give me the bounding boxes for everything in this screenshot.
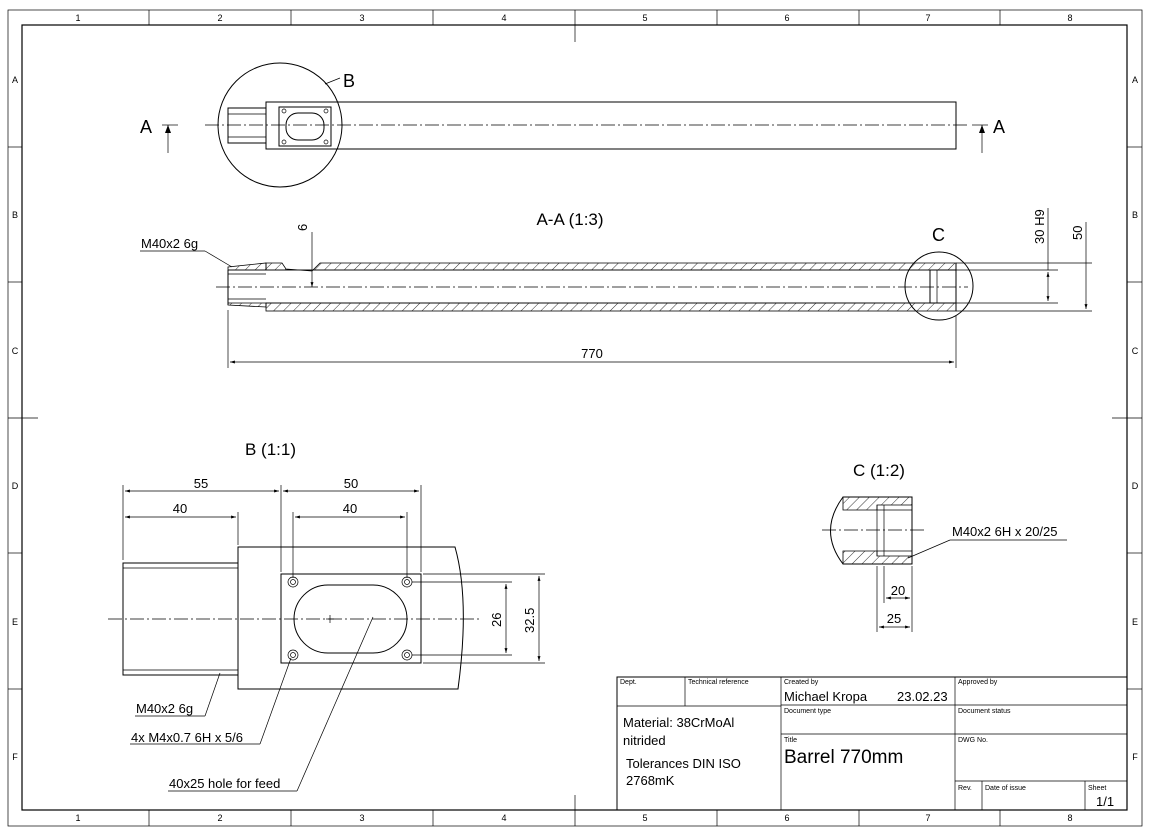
zone-row-right: D bbox=[1132, 481, 1139, 491]
zone-row-right: B bbox=[1132, 210, 1138, 220]
tb-created-date: 23.02.23 bbox=[897, 689, 948, 704]
zone-labels: 1 2 3 4 5 6 7 8 1 2 3 4 5 6 7 8 A B C D … bbox=[12, 13, 1139, 823]
tb-sheet-label: Sheet bbox=[1088, 785, 1106, 792]
title-block: Dept. Technical reference Created by Mic… bbox=[616, 676, 1128, 811]
detail-c-view: C (1:2) M40x2 6H x 20/25 20 25 bbox=[822, 461, 1067, 632]
tb-tolerance-2: 2768mK bbox=[626, 773, 675, 788]
zone-row-left: F bbox=[12, 752, 18, 762]
zone-col-top: 6 bbox=[784, 13, 789, 23]
zone-row-left: B bbox=[12, 210, 18, 220]
dim-40a: 40 bbox=[173, 501, 187, 516]
section-title: A-A (1:3) bbox=[536, 210, 603, 229]
zone-ticks bbox=[8, 10, 1142, 826]
section-marker-right: A bbox=[993, 117, 1005, 137]
zone-col-bottom: 4 bbox=[501, 813, 506, 823]
tb-material-2: nitrided bbox=[623, 733, 666, 748]
tb-approved-by-label: Approved by bbox=[958, 679, 998, 686]
zone-col-bottom: 6 bbox=[784, 813, 789, 823]
zone-col-bottom: 5 bbox=[642, 813, 647, 823]
zone-row-right: A bbox=[1132, 75, 1138, 85]
note-thread-c: M40x2 6H x 20/25 bbox=[952, 524, 1058, 539]
tb-date-issue-label: Date of issue bbox=[985, 785, 1026, 792]
zone-row-right: C bbox=[1132, 346, 1139, 356]
detail-c-circle bbox=[904, 251, 974, 321]
dim-thread-section: M40x2 6g bbox=[141, 236, 198, 251]
tb-dept-label: Dept. bbox=[620, 679, 637, 686]
zone-row-right: E bbox=[1132, 617, 1138, 627]
dim-length: 770 bbox=[581, 346, 603, 361]
detail-b-marker: B bbox=[343, 71, 355, 91]
tb-material-1: Material: 38CrMoAl bbox=[623, 715, 734, 730]
detail-c-title: C (1:2) bbox=[853, 461, 905, 480]
tb-doc-type-label: Document type bbox=[784, 708, 831, 715]
zone-row-left: A bbox=[12, 75, 18, 85]
zone-col-bottom: 1 bbox=[75, 813, 80, 823]
detail-b-view: B (1:1) 55 40 50 40 26 32. bbox=[108, 440, 545, 792]
dim-bore: 30 H9 bbox=[1032, 209, 1047, 244]
dim-outer: 50 bbox=[1070, 226, 1085, 240]
note-thread-b: M40x2 6g bbox=[136, 701, 193, 716]
dim-26: 26 bbox=[489, 613, 504, 627]
tb-title-label: Title bbox=[784, 737, 797, 744]
section-marker-left: A bbox=[140, 117, 152, 137]
detail-b-circle bbox=[217, 62, 343, 188]
detail-b-title: B (1:1) bbox=[245, 440, 296, 459]
zone-col-top: 2 bbox=[217, 13, 222, 23]
tb-title: Barrel 770mm bbox=[784, 747, 903, 768]
zone-col-bottom: 7 bbox=[925, 813, 930, 823]
dim-25: 25 bbox=[887, 611, 901, 626]
zone-row-left: C bbox=[12, 346, 19, 356]
note-holes: 4x M4x0.7 6H x 5/6 bbox=[131, 730, 243, 745]
tb-doc-status-label: Document status bbox=[958, 708, 1011, 715]
zone-col-top: 4 bbox=[501, 13, 506, 23]
zone-col-bottom: 2 bbox=[217, 813, 222, 823]
detail-c-marker: C bbox=[932, 225, 945, 245]
zone-col-top: 7 bbox=[925, 13, 930, 23]
zone-col-bottom: 8 bbox=[1067, 813, 1072, 823]
zone-col-bottom: 3 bbox=[359, 813, 364, 823]
zone-col-top: 1 bbox=[75, 13, 80, 23]
zone-row-right: F bbox=[1132, 752, 1138, 762]
zone-row-left: E bbox=[12, 617, 18, 627]
zone-row-left: D bbox=[12, 481, 19, 491]
section-view: A-A (1:3) C M40x2 6g 6 30 H9 50 bbox=[140, 208, 1092, 368]
tb-created-by: Michael Kropa bbox=[784, 689, 868, 704]
tb-dwg-no-label: DWG No. bbox=[958, 737, 988, 744]
dim-40b: 40 bbox=[343, 501, 357, 516]
tb-tech-ref-label: Technical reference bbox=[688, 679, 749, 686]
note-feed: 40x25 hole for feed bbox=[169, 776, 280, 791]
tb-created-by-label: Created by bbox=[784, 679, 819, 686]
zone-col-top: 5 bbox=[642, 13, 647, 23]
tb-rev-label: Rev. bbox=[958, 785, 972, 792]
zone-col-top: 3 bbox=[359, 13, 364, 23]
dim-32-5: 32.5 bbox=[522, 608, 537, 633]
zone-col-top: 8 bbox=[1067, 13, 1072, 23]
dim-depth: 6 bbox=[295, 224, 310, 231]
tb-sheet: 1/1 bbox=[1096, 794, 1114, 809]
dim-55: 55 bbox=[194, 476, 208, 491]
tb-tolerance-1: Tolerances DIN ISO bbox=[626, 756, 741, 771]
dim-20: 20 bbox=[891, 583, 905, 598]
dim-50: 50 bbox=[344, 476, 358, 491]
top-view: B A A bbox=[140, 62, 1005, 188]
